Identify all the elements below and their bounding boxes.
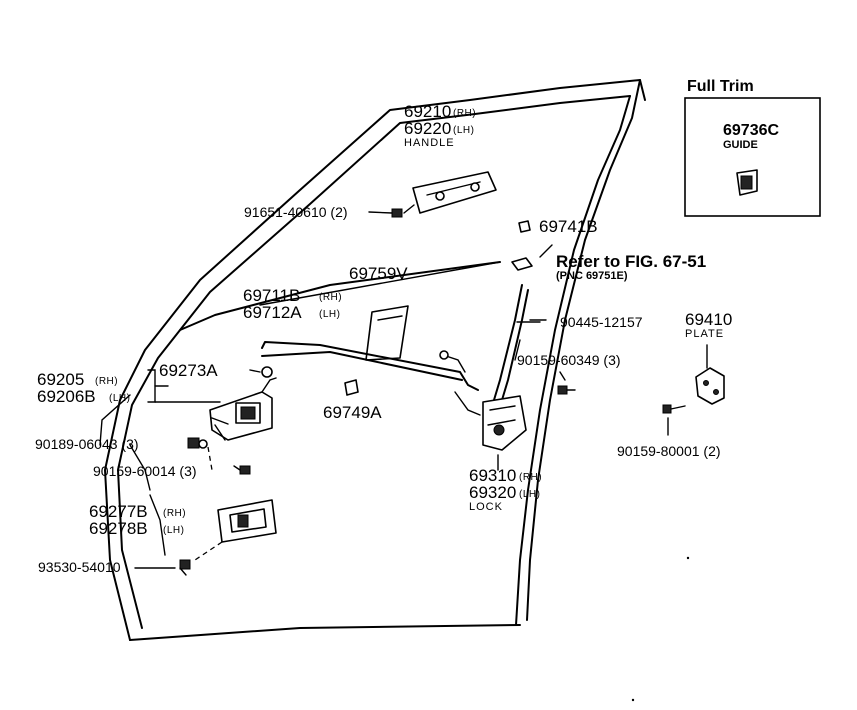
part-69310: 69310 (469, 466, 516, 485)
part-69273a: 69273A (159, 361, 218, 380)
part-90159-60349: 90159-60349 (3) (517, 352, 621, 368)
side-rh: (RH) (163, 508, 186, 519)
part-69220: 69220 (404, 119, 451, 138)
part-69759v: 69759V (349, 264, 408, 283)
clip-69273a (249, 366, 273, 378)
part-90445: 90445-12157 (560, 314, 643, 330)
lock-name: LOCK (469, 501, 503, 513)
full-trim-inset (684, 97, 821, 217)
part-69278b: 69278B (89, 519, 148, 538)
leader-rod-top (259, 261, 501, 306)
part-69320: 69320 (469, 483, 516, 502)
part-90189: 90189-06043 (3) (35, 436, 139, 452)
side-rh: (RH) (319, 292, 342, 303)
side-rh: (RH) (453, 108, 476, 119)
part-69711b: 69711B (243, 286, 300, 305)
screw-90159-60014 (233, 465, 251, 475)
part-69749a: 69749A (323, 403, 382, 422)
plate-69410 (662, 344, 725, 436)
door-lock (454, 391, 527, 451)
part-91651: 91651-40610 (2) (244, 204, 348, 220)
side-rh: (RH) (95, 376, 118, 387)
bracket-69205 (147, 369, 221, 403)
clip-69749a (344, 379, 359, 396)
handle-name: HANDLE (404, 137, 455, 149)
part-90159-60014: 90159-60014 (3) (93, 463, 197, 479)
part-69741b: 69741B (539, 217, 598, 236)
outer-handle (391, 171, 497, 218)
refer-fig: Refer to FIG. 67-51 (556, 252, 706, 271)
inside-handle (209, 377, 277, 441)
refer-pnc: (PNC 69751E) (556, 270, 628, 282)
part-69277b: 69277B (89, 502, 148, 521)
part-69712a: 69712A (243, 303, 302, 322)
part-69736c: 69736C (723, 122, 779, 139)
side-lh: (LH) (109, 393, 130, 404)
side-lh: (LH) (319, 309, 340, 320)
side-lh: (LH) (163, 525, 184, 536)
part-69206b: 69206B (37, 387, 96, 406)
plate-name: PLATE (685, 328, 724, 340)
pad-69759v (365, 305, 409, 361)
screw-90159-60349 (557, 371, 576, 395)
side-lh: (LH) (453, 125, 474, 136)
leader-lines (99, 211, 541, 569)
stray-dot-2 (631, 698, 635, 702)
door-frame (104, 79, 646, 641)
lock-rods (261, 341, 479, 391)
nut-90189 (187, 437, 213, 471)
part-69205: 69205 (37, 370, 84, 389)
part-69210: 69210 (404, 102, 451, 121)
side-lh: (LH) (519, 489, 540, 500)
vertical-rods (493, 284, 547, 401)
screw-93530 (179, 559, 191, 576)
part-69410: 69410 (685, 310, 732, 329)
inset-title: Full Trim (687, 78, 754, 95)
guide-label: GUIDE (723, 139, 758, 151)
stray-dot (686, 556, 690, 560)
bezel-69277b (194, 499, 277, 561)
clips-upper (511, 220, 553, 271)
side-rh: (RH) (519, 472, 542, 483)
part-93530: 93530-54010 (38, 559, 121, 575)
part-90159-80001: 90159-80001 (2) (617, 443, 721, 459)
